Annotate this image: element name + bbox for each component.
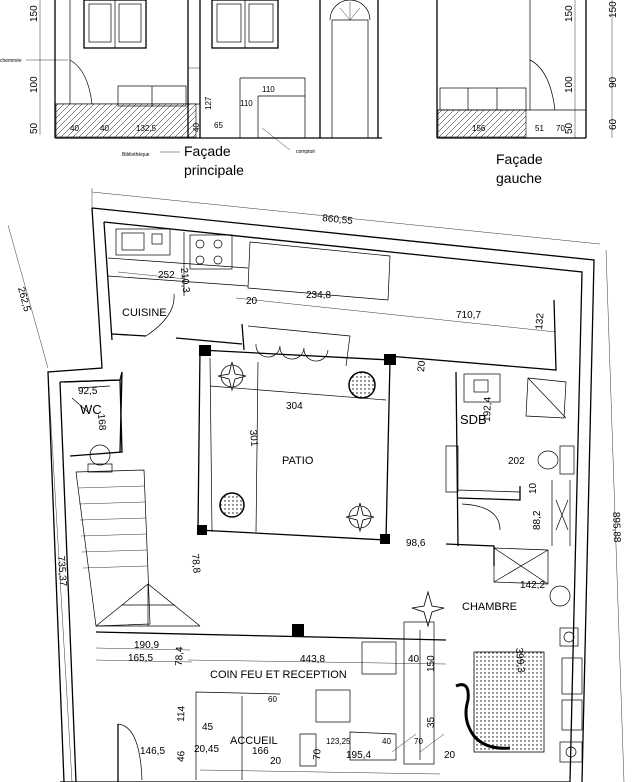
dim-1465: 146,5 bbox=[140, 746, 165, 757]
floor-plan: 860,55 262,5 735,37 895,88 252 210,3 20 … bbox=[7, 188, 625, 782]
dim-70a: 70 bbox=[312, 748, 323, 760]
dim-114: 114 bbox=[176, 705, 188, 722]
plant-icon bbox=[217, 361, 247, 392]
dim-925: 92,5 bbox=[78, 386, 98, 397]
dim-252: 252 bbox=[158, 270, 175, 281]
facade-dim-70: 70 bbox=[556, 124, 565, 133]
plant-icon bbox=[348, 371, 376, 399]
dim-3993: 399,3 bbox=[513, 647, 526, 673]
facade-dim-110a: 110 bbox=[262, 85, 275, 94]
room-coin-feu: COIN FEU ET RECEPTION bbox=[210, 669, 347, 681]
facade-gauche-elevation: 156 51 70 150 100 50 90 60 150 Façade ga… bbox=[436, 0, 619, 186]
dim-20c: 20 bbox=[270, 756, 282, 767]
dim-301: 301 bbox=[247, 429, 259, 447]
dim-12325: 123,25 bbox=[326, 737, 351, 746]
dim-2348: 234,8 bbox=[306, 290, 331, 301]
dim-2103: 210,3 bbox=[178, 267, 191, 293]
plant-icon bbox=[345, 502, 375, 533]
note-comptoir: comptoir bbox=[296, 149, 316, 155]
dim-20a: 20 bbox=[246, 296, 258, 307]
scale-60-outer: 60 bbox=[608, 118, 619, 130]
room-chambre: CHAMBRE bbox=[462, 601, 517, 613]
dim-60: 60 bbox=[268, 695, 277, 704]
facade-dim-110b: 110 bbox=[240, 99, 253, 108]
facade-dim-65: 65 bbox=[214, 121, 223, 130]
dim-left-top: 262,5 bbox=[15, 286, 32, 313]
scale-50-right: 50 bbox=[564, 122, 575, 134]
dim-20d: 20 bbox=[444, 750, 456, 761]
scale-90-outer: 90 bbox=[608, 76, 619, 88]
dim-20b: 20 bbox=[416, 360, 428, 372]
room-wc: WC bbox=[80, 402, 102, 417]
facade-principale-elevation: 150 100 50 110 110 bbox=[0, 0, 382, 178]
room-cuisine: CUISINE bbox=[122, 307, 167, 319]
scale-150-left: 150 bbox=[29, 5, 40, 22]
caption-facade-principale-1: Façade bbox=[184, 143, 231, 159]
dim-10: 10 bbox=[528, 482, 539, 494]
caption-facade-principale-2: principale bbox=[184, 162, 244, 178]
dim-132: 132 bbox=[534, 312, 546, 330]
dim-35: 35 bbox=[426, 716, 437, 728]
dim-150: 150 bbox=[426, 655, 437, 672]
dim-7107: 710,7 bbox=[456, 310, 481, 321]
scale-top-outer: 150 bbox=[608, 1, 619, 18]
dim-46: 46 bbox=[176, 750, 187, 762]
dim-1655: 165,5 bbox=[128, 653, 153, 664]
facade-dim-1325: 132,5 bbox=[136, 124, 157, 133]
dim-202: 202 bbox=[508, 456, 525, 467]
dim-882: 88,2 bbox=[532, 510, 543, 530]
dim-784: 78,4 bbox=[174, 646, 186, 666]
facade-dim-156: 156 bbox=[472, 124, 486, 133]
dim-4438: 443,8 bbox=[300, 654, 325, 665]
dim-1954: 195,4 bbox=[346, 750, 371, 761]
room-patio: PATIO bbox=[282, 455, 314, 467]
plant-icon bbox=[411, 590, 445, 628]
caption-facade-gauche-2: gauche bbox=[496, 170, 542, 186]
scale-100-right: 100 bbox=[564, 76, 575, 93]
note-bibliotheque: Bibliothèque bbox=[122, 152, 150, 158]
dim-986: 98,6 bbox=[406, 538, 426, 549]
scale-100-left: 100 bbox=[29, 76, 40, 93]
dim-40: 40 bbox=[408, 654, 420, 665]
facade-dim-40b: 40 bbox=[100, 124, 109, 133]
dim-168: 168 bbox=[95, 413, 107, 431]
room-accueil: ACCUEIL bbox=[230, 735, 278, 747]
dim-40b: 40 bbox=[382, 737, 391, 746]
caption-facade-gauche-1: Façade bbox=[496, 151, 543, 167]
dim-45: 45 bbox=[202, 722, 214, 733]
facade-dim-51: 51 bbox=[535, 124, 544, 133]
dim-166: 166 bbox=[252, 746, 269, 757]
dim-1909: 190,9 bbox=[134, 640, 159, 651]
dim-1924: 192,4 bbox=[482, 396, 494, 422]
facade-dim-127: 127 bbox=[204, 96, 213, 110]
dim-304: 304 bbox=[286, 401, 303, 412]
dim-70b: 70 bbox=[414, 737, 423, 746]
dim-top-width: 860,55 bbox=[322, 213, 354, 227]
bed-icon bbox=[455, 627, 583, 763]
dim-788: 78,8 bbox=[189, 553, 202, 574]
dim-2045: 20,45 bbox=[194, 744, 219, 755]
facade-dim-40c: 40 bbox=[70, 124, 79, 133]
plant-icon bbox=[219, 492, 245, 518]
scale-50-left: 50 bbox=[29, 122, 40, 134]
note-cheminee: cheminée bbox=[0, 58, 22, 64]
facade-dim-40: 40 bbox=[192, 123, 201, 132]
scale-150-right: 150 bbox=[564, 5, 575, 22]
dim-left-bottom: 735,37 bbox=[55, 555, 68, 587]
dim-1422: 142,2 bbox=[520, 580, 545, 591]
room-sdb: SDB bbox=[460, 412, 487, 427]
dim-right: 895,88 bbox=[610, 512, 622, 543]
